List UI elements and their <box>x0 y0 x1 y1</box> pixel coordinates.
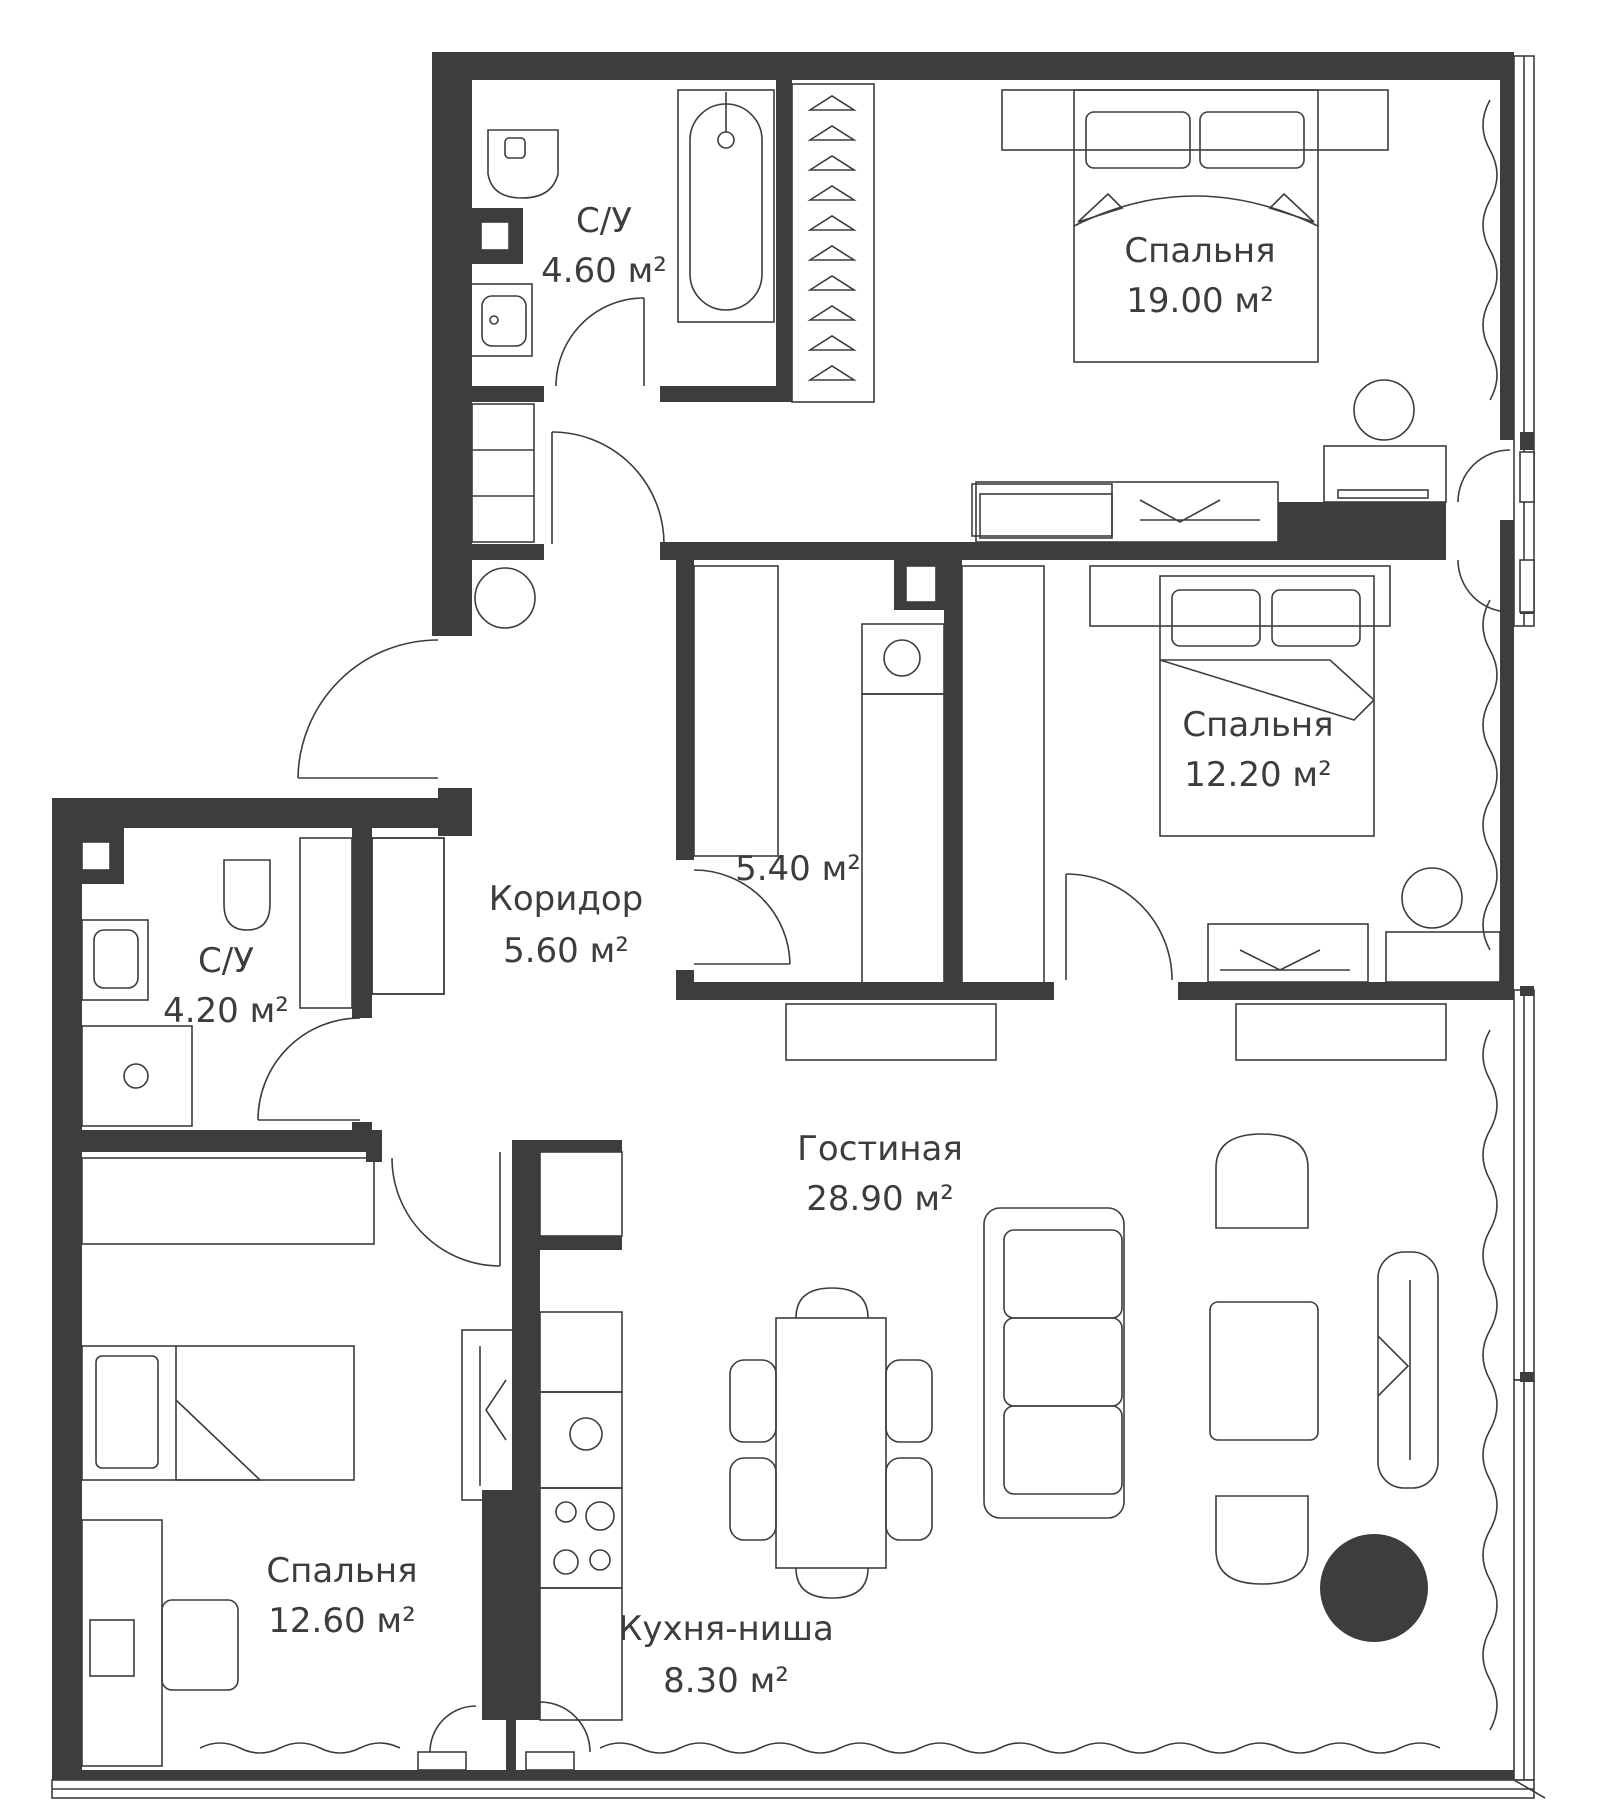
windows <box>51 55 1546 1799</box>
bedroom-2-name: Спальня <box>1182 705 1333 745</box>
closet-area: 5.40 м² <box>735 849 861 889</box>
living-room-name: Гостиная <box>797 1129 963 1169</box>
doors <box>257 297 1173 1267</box>
bedroom-3-area: 12.60 м² <box>268 1601 415 1641</box>
room-labels: С/У 4.60 м² Спальня 19.00 м² Спальня 12.… <box>163 201 1334 1701</box>
curtains <box>199 99 1498 1754</box>
bedroom-3-name: Спальня <box>266 1551 417 1591</box>
walls <box>52 52 1514 1780</box>
round-table-icon <box>1320 1534 1428 1642</box>
kitchen-name: Кухня-ниша <box>618 1609 834 1649</box>
bedroom-2-area: 12.20 м² <box>1184 755 1331 795</box>
corridor-name: Коридор <box>489 879 644 919</box>
bathroom-1-name: С/У <box>576 201 632 241</box>
furniture <box>81 83 1501 1767</box>
bedroom-1-area: 19.00 м² <box>1126 281 1273 321</box>
living-room-area: 28.90 м² <box>806 1179 953 1219</box>
bathroom-2-name: С/У <box>198 941 254 981</box>
corridor-area: 5.60 м² <box>503 931 629 971</box>
bedroom-1-name: Спальня <box>1124 231 1275 271</box>
bathroom-2-area: 4.20 м² <box>163 991 289 1031</box>
bathroom-1-area: 4.60 м² <box>541 251 667 291</box>
kitchen-area: 8.30 м² <box>663 1661 789 1701</box>
hanger-icons-1 <box>807 95 857 381</box>
